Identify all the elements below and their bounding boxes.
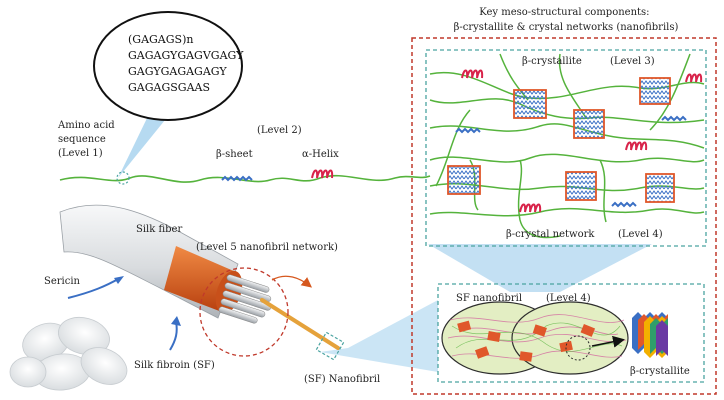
fibroin-arrowhead xyxy=(171,316,181,326)
crystallite-5 xyxy=(565,171,597,201)
crystallite-1 xyxy=(513,89,547,119)
sequence-callout xyxy=(118,104,178,178)
nanofibril-chains-green xyxy=(451,322,623,352)
sericin-arrowhead xyxy=(114,276,124,284)
inset-crystal-2 xyxy=(487,331,501,342)
crystallite-6 xyxy=(645,173,675,203)
crystallite-4 xyxy=(447,165,481,195)
sf-nanofibril-inset-label: SF nanofibril xyxy=(456,293,522,304)
sequence-zoom-circle xyxy=(116,171,130,185)
sequence-line-4: GAGAGSGAAS xyxy=(128,81,210,94)
silk-fiber-label: Silk fiber xyxy=(136,224,182,235)
alpha-helix-label: α-Helix xyxy=(302,149,339,160)
orange-arrow xyxy=(271,275,313,288)
beta-crystallite-inset-label: β-crystallite xyxy=(630,366,690,377)
meso-title: Key meso-structural components: β-crysta… xyxy=(454,7,679,33)
sequence-line-1: (GAGAGS)n xyxy=(128,33,193,46)
meso-structure-box xyxy=(411,37,717,395)
crystal-network-label: β-crystal network xyxy=(506,229,595,240)
level5-label: (Level 5 nanofibril network) xyxy=(196,242,338,253)
level4-network-label: (Level 4) xyxy=(618,229,663,240)
inset-arrow xyxy=(591,335,625,348)
level4-inset-label: (Level 4) xyxy=(546,293,591,304)
crystallite-3 xyxy=(639,77,671,105)
alpha-helix-motif xyxy=(311,169,334,179)
sequence-line-3: GAGYGAGAGAGY xyxy=(128,65,227,78)
network-helix-1 xyxy=(461,69,484,79)
network-sheet-1 xyxy=(455,127,481,134)
level2-label: (Level 2) xyxy=(257,125,302,136)
network-sheet-2 xyxy=(661,115,687,122)
sf-nanofibril-label: (SF) Nanofibril xyxy=(304,374,380,385)
sequence-line-2: GAGAGYGAGVGAGY xyxy=(128,49,244,62)
inset-crystal-1 xyxy=(457,320,472,333)
level3-label: (Level 3) xyxy=(610,56,655,67)
inset-zoom-circle xyxy=(565,335,591,361)
silk-fiber xyxy=(59,204,345,361)
nanofibril-zoom-square xyxy=(315,331,345,361)
inset-crystal-5 xyxy=(559,340,573,353)
amino-acid-label: Amino acid sequence (Level 1) xyxy=(57,120,118,159)
crystallite-2 xyxy=(573,109,605,139)
fibroin-arrow xyxy=(169,321,178,351)
crystal-network-box xyxy=(425,49,707,247)
nanofibril-callout xyxy=(320,300,438,372)
sequence-bubble xyxy=(93,11,243,121)
beta-sheet-label: β-sheet xyxy=(216,149,253,160)
inset-crystal-7 xyxy=(519,351,533,362)
network-helix-2 xyxy=(625,141,648,151)
cocoons xyxy=(9,316,128,391)
amino-acid-chain xyxy=(59,174,431,183)
stacked-crystallite xyxy=(632,312,668,358)
beta-crystallite-label: β-crystallite xyxy=(522,56,582,67)
sericin-label: Sericin xyxy=(44,276,81,287)
nanofibril-right xyxy=(511,301,629,375)
network-callout xyxy=(428,244,652,292)
beta-sheet-motif xyxy=(221,175,253,182)
fibril-rods xyxy=(218,274,272,324)
inset-crystal-3 xyxy=(474,346,490,359)
network-helix-3 xyxy=(519,203,542,213)
nanofibril-inset-box xyxy=(437,283,705,383)
network-sheet-3 xyxy=(611,201,637,208)
inset-crystal-6 xyxy=(580,324,596,337)
silk-fibroin-label: Silk fibroin (SF) xyxy=(134,360,215,371)
network-helix-4 xyxy=(685,73,703,83)
fiber-zoom-circle xyxy=(199,267,289,357)
inset-crystal-4 xyxy=(532,324,547,337)
